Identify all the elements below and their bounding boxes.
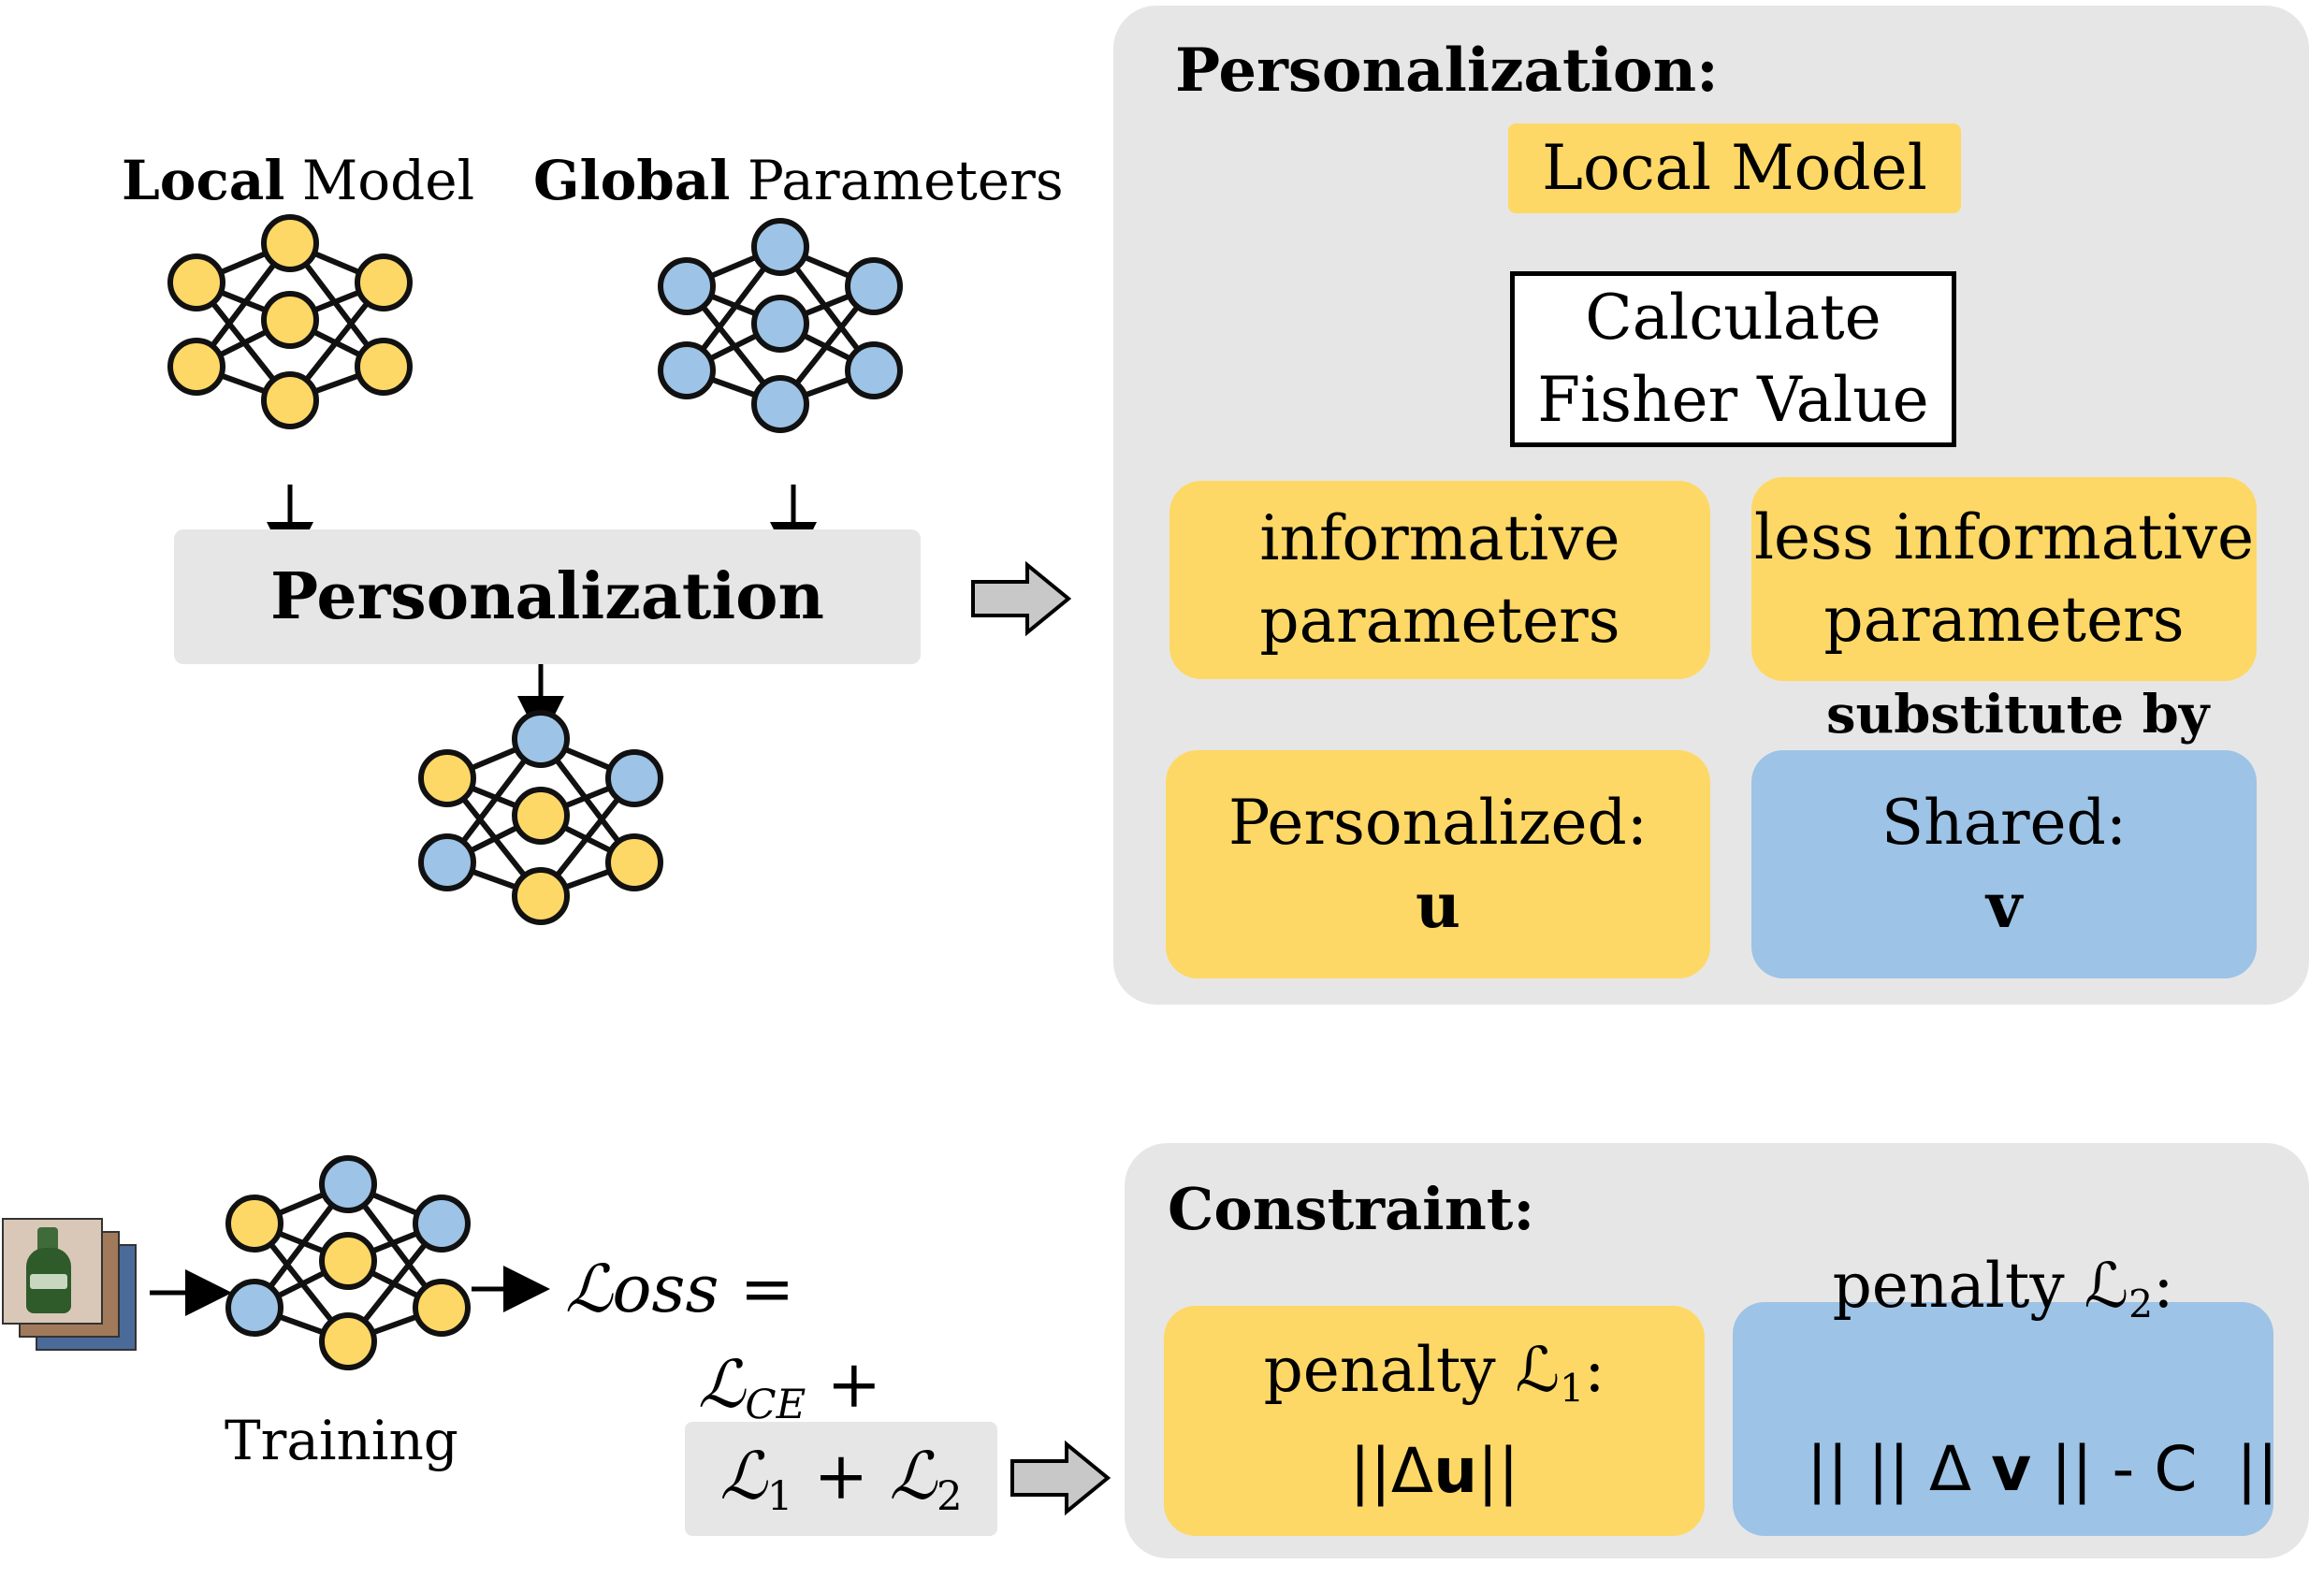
local-model-label-rest: Model xyxy=(284,149,475,212)
informative-parameters-box: informative parameters xyxy=(1169,481,1710,679)
constraint-panel-title: Constraint: xyxy=(1168,1175,1535,1243)
neural-network-icon xyxy=(418,710,663,925)
network-node xyxy=(845,341,903,399)
network-node xyxy=(319,1155,377,1213)
penalty-l1-formula-prefix: ||Δ xyxy=(1349,1434,1434,1507)
network-node xyxy=(355,253,413,311)
penalty-l1-label: penalty ℒ1: xyxy=(1264,1329,1605,1429)
penalty-l1-formula-suffix: || xyxy=(1477,1434,1519,1507)
network-node xyxy=(261,371,319,429)
network-node xyxy=(413,1279,471,1337)
network-node xyxy=(167,253,225,311)
personalization-box-label: Personalization xyxy=(270,559,824,634)
local-model-box: Local Model xyxy=(1508,123,1961,213)
lce-plus: + xyxy=(806,1346,882,1423)
less-informative-parameters-box: less informative parameters xyxy=(1751,477,2257,681)
global-parameters-label-bold: Global xyxy=(533,149,731,212)
less-informative-line1: less informative xyxy=(1753,501,2255,573)
network-node xyxy=(512,867,570,925)
l1-sub: 1 xyxy=(766,1473,793,1521)
global-parameters-label-rest: Parameters xyxy=(730,149,1064,212)
calculate-fisher-line2: Fisher Value xyxy=(1537,364,1929,436)
l2-sub: 2 xyxy=(937,1473,963,1521)
network-node xyxy=(418,749,476,807)
network-node xyxy=(319,1232,377,1290)
network-node xyxy=(418,833,476,891)
network-node xyxy=(605,833,663,891)
l1-l2-box: ℒ1 + ℒ2 xyxy=(685,1422,997,1536)
lce-symbol: ℒ xyxy=(698,1346,746,1423)
l1-symbol: ℒ xyxy=(719,1437,767,1514)
network-node xyxy=(225,1195,283,1253)
penalty-l1-colon: : xyxy=(1584,1334,1605,1407)
network-node xyxy=(261,214,319,272)
network-node xyxy=(845,257,903,315)
neural-network-icon xyxy=(658,218,903,433)
calculate-fisher-box: Calculate Fisher Value xyxy=(1510,271,1956,447)
shared-v-box: Shared: v xyxy=(1751,750,2257,978)
l1-l2-expression: ℒ1 + ℒ2 xyxy=(719,1438,962,1520)
network-node xyxy=(413,1195,471,1253)
penalty-l2-formula: || || Δ v || - C || xyxy=(1728,1346,2278,1593)
l2-symbol: ℒ xyxy=(889,1437,937,1514)
personalized-label: Personalized: xyxy=(1227,787,1649,859)
network-node xyxy=(355,338,413,396)
personalized-u-box: Personalized: u xyxy=(1166,750,1710,978)
network-node xyxy=(751,295,809,353)
informative-line2: parameters xyxy=(1259,585,1620,657)
lce-term: ℒCE + xyxy=(698,1345,881,1444)
penalty-l2-colon: : xyxy=(2153,1250,2174,1323)
neural-network-icon xyxy=(167,214,413,429)
training-label: Training xyxy=(225,1409,458,1472)
neural-network-icon xyxy=(225,1155,471,1370)
network-node xyxy=(319,1312,377,1370)
hollow-right-arrow-icon xyxy=(971,560,1072,637)
network-node xyxy=(512,787,570,845)
loss-equals: = xyxy=(719,1251,795,1327)
local-model-box-label: Local Model xyxy=(1542,132,1927,204)
network-node xyxy=(658,257,716,315)
calculate-fisher-line1: Calculate xyxy=(1585,282,1881,354)
penalty-l2-formula-suffix: || - C || xyxy=(2031,1432,2278,1505)
image-stack-icon xyxy=(0,1216,140,1356)
l1-plus: + xyxy=(792,1437,890,1514)
penalty-l2-box: penalty ℒ2: || || Δ v || - C || xyxy=(1733,1250,2278,1536)
personalization-panel-title: Personalization: xyxy=(1175,36,1719,106)
network-node xyxy=(605,749,663,807)
penalty-l2-text: penalty ℒ xyxy=(1832,1250,2129,1323)
local-model-label-bold: Local xyxy=(122,149,285,212)
global-parameters-label: Global Parameters xyxy=(533,148,1064,213)
penalty-l2-formula-prefix: || || Δ xyxy=(1807,1432,1992,1505)
penalty-l1-text: penalty ℒ xyxy=(1263,1334,1561,1407)
loss-symbol: ℒoss xyxy=(565,1251,719,1327)
lce-sub: CE xyxy=(745,1382,806,1429)
penalty-l1-formula-var: u xyxy=(1433,1434,1478,1507)
penalty-l1-box: penalty ℒ1: ||Δu|| xyxy=(1164,1306,1705,1536)
network-node xyxy=(658,341,716,399)
shared-label: Shared: xyxy=(1881,787,2128,859)
penalty-l2-sub: 2 xyxy=(2128,1282,2154,1327)
less-informative-line2: parameters xyxy=(1823,584,2185,656)
local-model-label: Local Model xyxy=(122,148,474,213)
network-node xyxy=(225,1279,283,1337)
network-node xyxy=(512,710,570,768)
shared-var: v xyxy=(1985,869,2023,942)
personalization-box: Personalization xyxy=(174,529,921,664)
substitute-by-label: substitute by xyxy=(1826,684,2210,746)
network-node xyxy=(751,375,809,433)
network-node xyxy=(751,218,809,276)
network-node xyxy=(167,338,225,396)
penalty-l1-formula: ||Δu|| xyxy=(1349,1430,1518,1513)
personalized-var: u xyxy=(1416,869,1460,942)
hollow-right-arrow-icon xyxy=(1010,1440,1111,1516)
network-node xyxy=(261,291,319,349)
informative-line1: informative xyxy=(1259,502,1620,574)
penalty-l2-formula-var: v xyxy=(1991,1432,2032,1505)
loss-equation: ℒoss = xyxy=(565,1250,794,1328)
penalty-l2-label: penalty ℒ2: xyxy=(1833,1245,2174,1345)
penalty-l1-sub: 1 xyxy=(1560,1366,1585,1412)
